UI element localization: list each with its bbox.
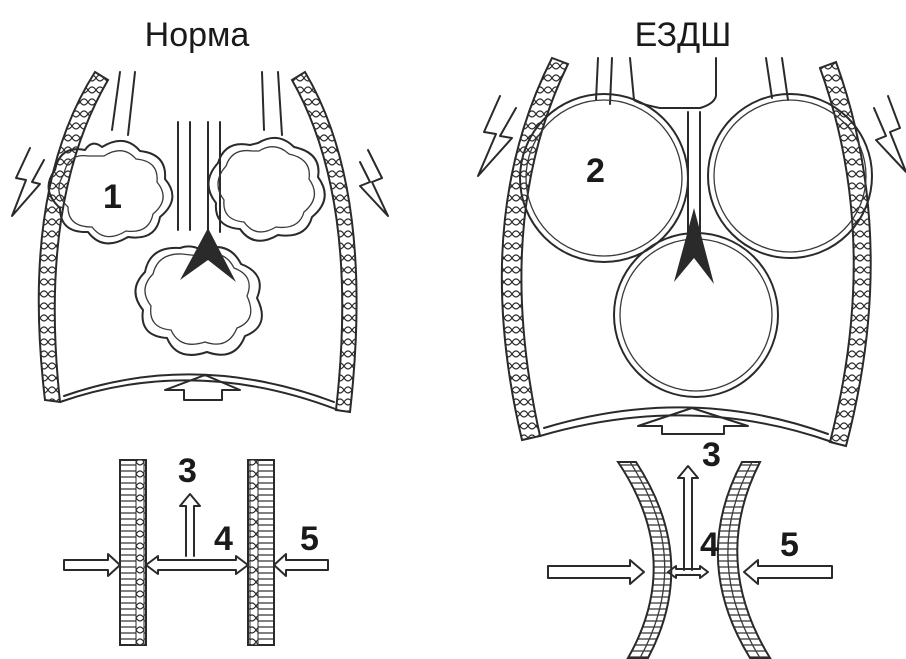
alveolus-right-normal [208, 138, 324, 241]
label-alveolus-2: 2 [586, 152, 605, 190]
normal-airway-panel: 3 4 5 [64, 452, 328, 645]
zigzag-arrow-left-ezdsh [478, 96, 516, 176]
title-ezdsh: ЕЗДШ [635, 16, 732, 54]
zigzag-arrow-right-ezdsh [874, 96, 906, 172]
zigzag-arrow-left-normal [12, 148, 44, 216]
label-lumen-4-normal: 4 [214, 520, 233, 558]
lumen-arrow-normal [146, 556, 248, 574]
wedge-ezdsh [674, 208, 714, 284]
diaphragm-arrow-ezdsh [638, 408, 748, 434]
ezdsh-airway-panel: 3 4 5 [548, 436, 832, 658]
airflow-arrow-normal [180, 494, 200, 556]
label-lumen-4-ezdsh: 4 [700, 526, 719, 564]
chest-wall-right-normal [292, 72, 357, 412]
label-alveolus-1: 1 [103, 178, 122, 216]
diaphragm-arrow-normal [165, 375, 240, 400]
external-arrow-left-ezdsh [548, 560, 644, 584]
label-airway-3-normal: 3 [178, 452, 197, 490]
ezdsh-lung-panel: 2 [478, 58, 906, 446]
label-external-5-ezdsh: 5 [780, 526, 799, 564]
airway-wall-left-ezdsh [618, 462, 671, 658]
zigzag-arrow-right-normal [360, 150, 388, 216]
chest-wall-right-ezdsh [820, 62, 871, 446]
title-norm: Норма [145, 16, 250, 54]
external-arrow-left-normal [64, 554, 120, 576]
label-external-5-normal: 5 [300, 520, 319, 558]
lumen-arrow-ezdsh [668, 566, 708, 578]
normal-lung-panel: 1 [12, 72, 388, 412]
airflow-arrow-ezdsh [678, 466, 698, 570]
label-airway-3-ezdsh: 3 [702, 436, 721, 474]
chest-wall-left-normal [39, 72, 108, 402]
